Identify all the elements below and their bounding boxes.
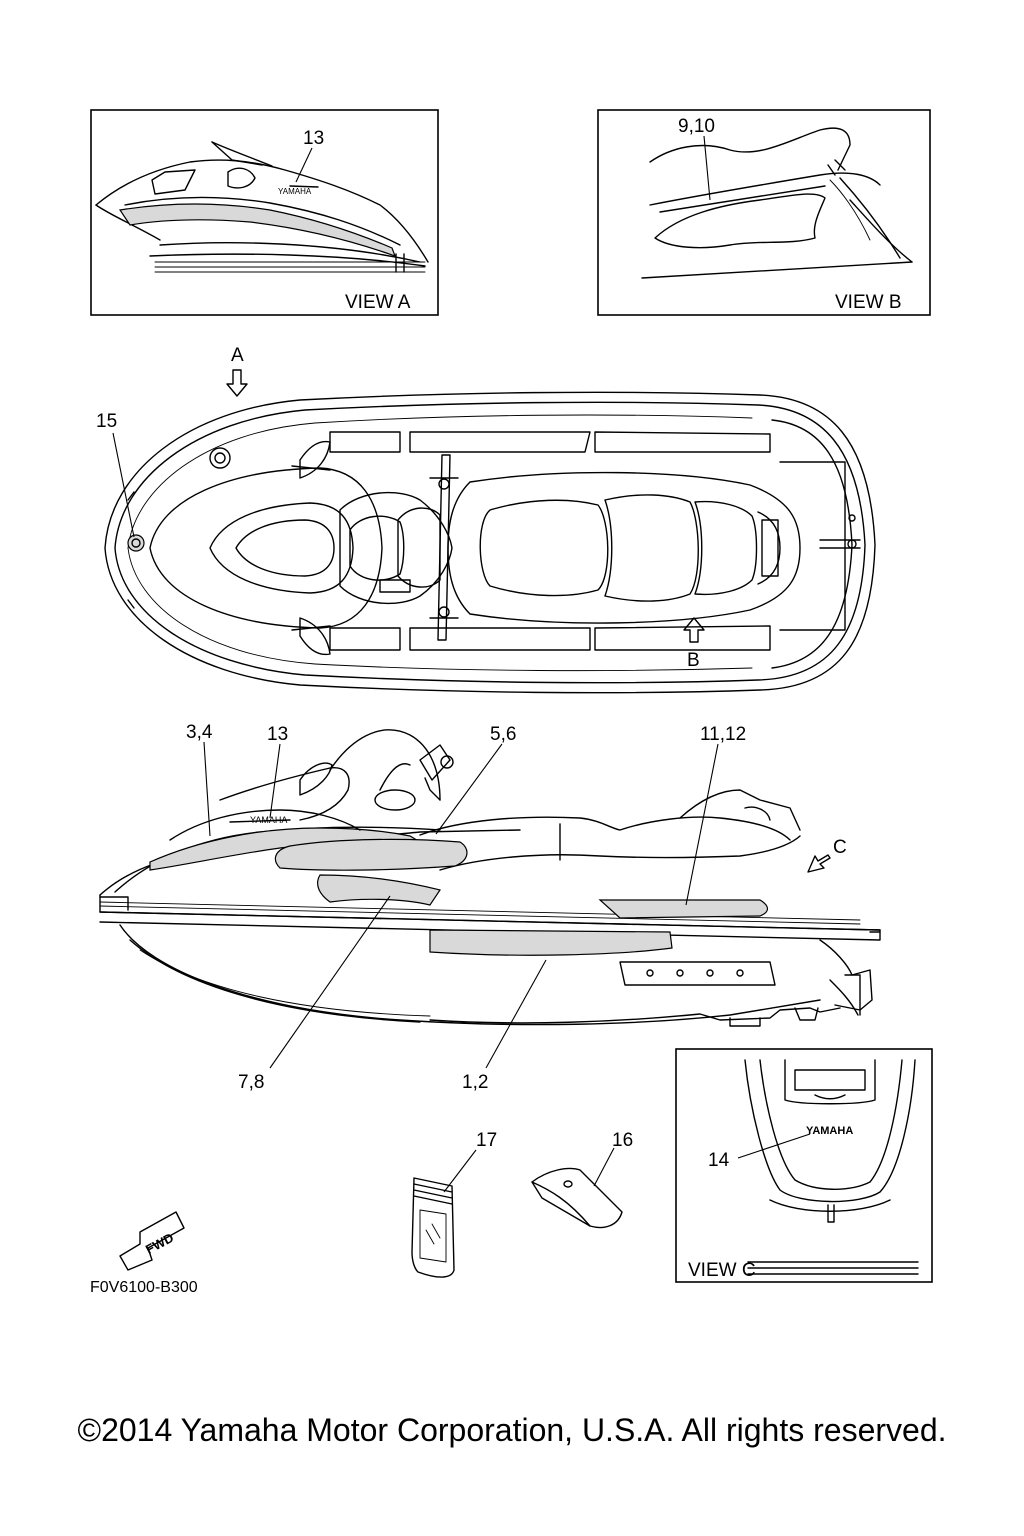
callout-1-2: 1,2: [462, 1072, 488, 1093]
callout-17: 17: [476, 1130, 497, 1151]
yamaha-logo-view-c: YAMAHA: [806, 1125, 853, 1137]
side-view: 3,4 13 5,6 11,12 C YAMAHA: [99, 722, 881, 1093]
view-c-panel: YAMAHA 14 VIEW C: [675, 1048, 933, 1283]
view-b-frame: [597, 109, 931, 316]
leader-15: [112, 432, 135, 538]
part-16-sleeve: 16: [531, 1130, 633, 1229]
view-b-label: VIEW B: [835, 292, 902, 313]
view-a-panel: YAMAHA 13 VIEW A: [90, 109, 439, 316]
leader-11-12: [685, 743, 719, 906]
leader-13-view-a: [295, 147, 313, 183]
arrow-c-label: C: [833, 837, 847, 858]
view-c-drawing: YAMAHA: [744, 1059, 919, 1275]
callout-7-8: 7,8: [238, 1072, 264, 1093]
copyright-notice: ©2014 Yamaha Motor Corporation, U.S.A. A…: [77, 1412, 947, 1448]
yamaha-logo-view-a: YAMAHA: [278, 187, 312, 196]
top-view: A: [96, 345, 876, 694]
arrow-b-icon: [683, 617, 705, 643]
callout-15: 15: [96, 411, 117, 432]
arrow-c-icon: [807, 854, 831, 873]
yamaha-logo-side: YAMAHA: [250, 815, 287, 825]
fwd-arrow: FWD: [119, 1211, 185, 1271]
leader-17: [443, 1149, 477, 1193]
view-a-drawing: YAMAHA: [95, 141, 429, 273]
diagram-code: F0V6100-B300: [90, 1279, 198, 1296]
callout-5-6: 5,6: [490, 724, 516, 745]
leader-9-10: [703, 135, 711, 201]
callout-11-12: 11,12: [700, 724, 746, 745]
view-a-frame: [90, 109, 439, 316]
leader-5-6: [435, 743, 503, 835]
leader-1-2: [485, 959, 547, 1069]
leader-3-4: [203, 741, 211, 837]
part-17-pouch: 17: [411, 1130, 497, 1278]
leader-7-8: [269, 895, 391, 1069]
view-c-frame: [675, 1048, 933, 1283]
view-b-panel: 9,10 VIEW B: [597, 109, 931, 316]
fwd-label: FWD: [143, 1230, 176, 1257]
leader-16: [593, 1147, 615, 1187]
callout-16: 16: [612, 1130, 633, 1151]
callout-9-10: 9,10: [678, 116, 715, 137]
arrow-a-label: A: [231, 345, 244, 366]
arrow-a-icon: [226, 369, 248, 397]
view-b-drawing: [641, 127, 913, 279]
leader-13-side: [269, 743, 281, 819]
view-c-label: VIEW C: [688, 1260, 756, 1281]
leader-14: [737, 1133, 811, 1159]
callout-13-view-a: 13: [303, 128, 324, 149]
callout-14: 14: [708, 1150, 730, 1171]
callout-3-4: 3,4: [186, 722, 213, 743]
arrow-b-label: B: [687, 650, 700, 671]
view-a-label: VIEW A: [345, 292, 411, 313]
callout-13-side: 13: [267, 724, 288, 745]
